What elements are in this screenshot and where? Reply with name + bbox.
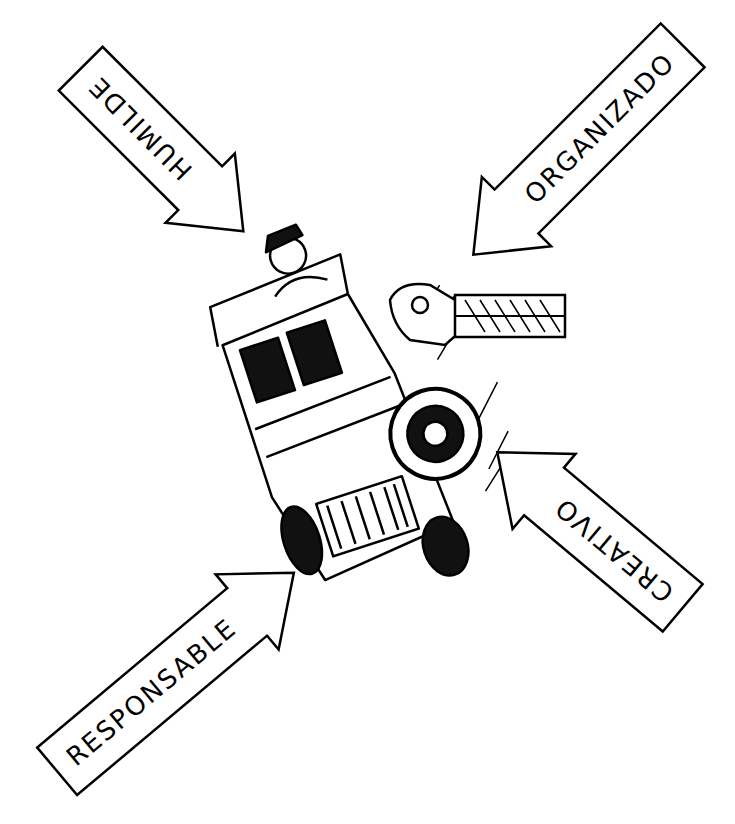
block-arrow: ORGANIZADO	[437, 9, 718, 290]
block-arrow: RESPONSABLE	[24, 534, 327, 811]
arrow-shape	[439, 11, 718, 290]
arrow-shape	[466, 415, 714, 646]
arrow-label: ORGANIZADO	[520, 48, 680, 208]
arrow-shape	[46, 34, 278, 266]
block-arrow: HUMILDE	[45, 33, 280, 268]
arrow-label: RESPONSABLE	[61, 614, 240, 770]
block-arrow: CREATIVO	[464, 413, 715, 646]
arrow-shape	[25, 535, 325, 809]
